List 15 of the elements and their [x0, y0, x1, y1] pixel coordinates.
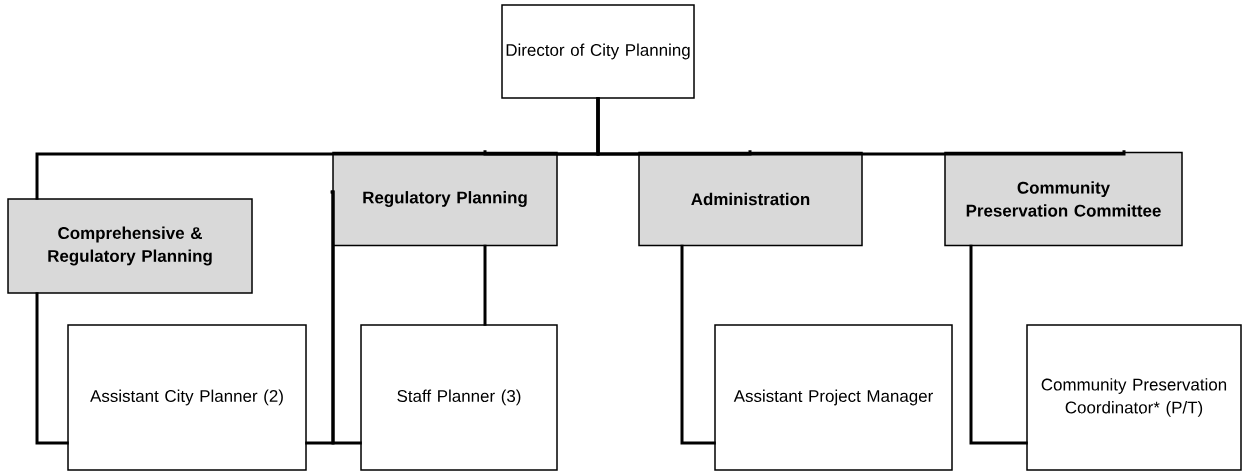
connector-line	[330, 190, 362, 445]
position-box: Staff Planner (3)	[360, 324, 558, 471]
position-box: Community Preservation Coordinator* (P/T)	[1026, 324, 1242, 471]
department-box: Community Preservation Committee	[944, 151, 1183, 247]
position-box: Director of City Planning	[501, 4, 695, 99]
position-box: Assistant City Planner (2)	[67, 324, 307, 471]
connector-line	[483, 244, 487, 326]
department-box: Comprehensive & Regulatory Planning	[7, 198, 253, 294]
connector-line	[596, 97, 1126, 156]
connector-line	[969, 244, 1028, 445]
department-box: Regulatory Planning	[332, 151, 558, 247]
connector-line	[35, 292, 69, 445]
position-box: Assistant Project Manager	[714, 324, 953, 471]
connector-line	[680, 244, 716, 445]
department-box: Administration	[638, 151, 863, 247]
